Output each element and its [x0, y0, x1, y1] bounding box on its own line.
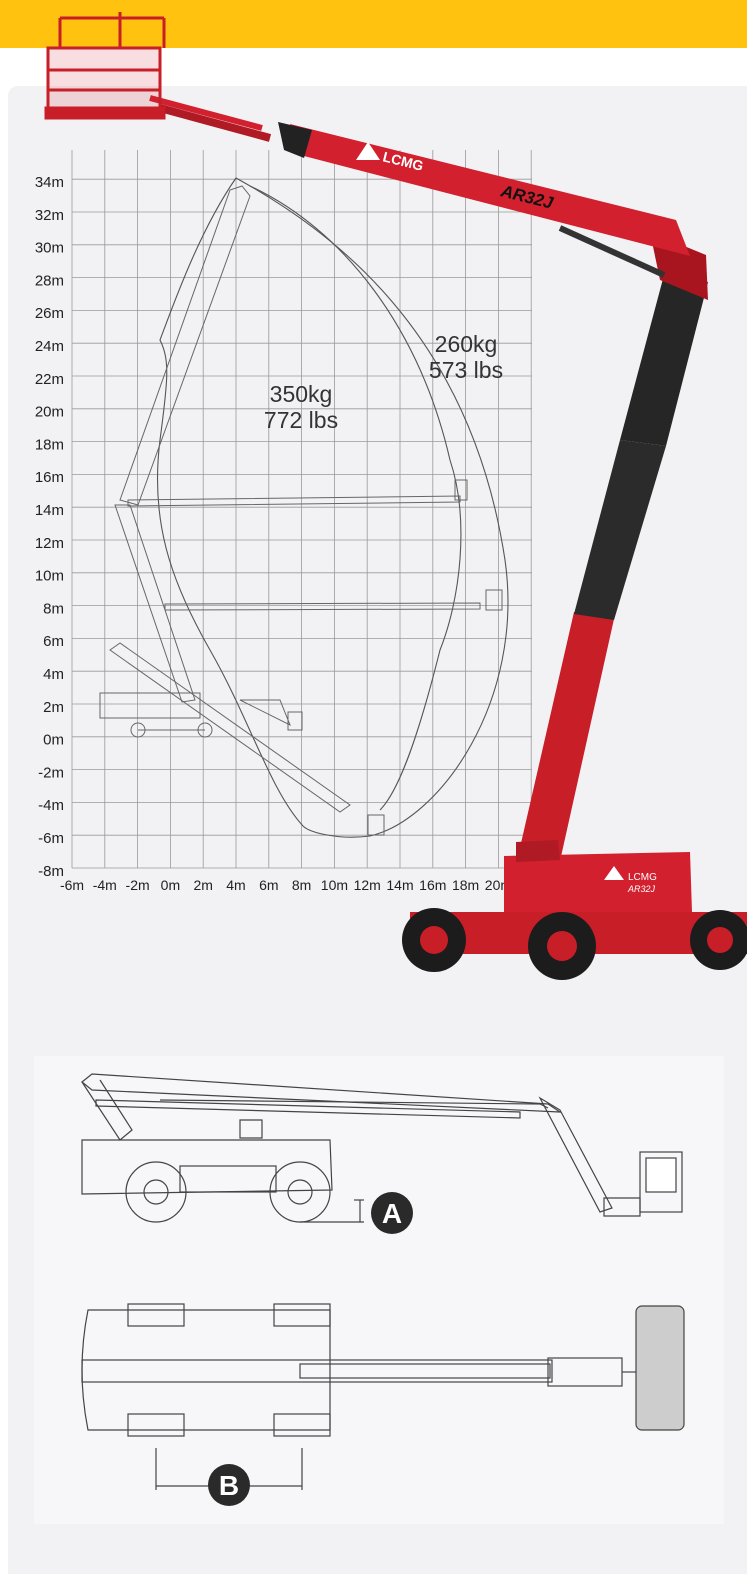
top-view-drawing: [81, 1303, 685, 1490]
y-tick-label: 2m: [43, 699, 64, 716]
boom-pivot: [516, 840, 560, 862]
y-axis-labels: 34m 32m 30m 28m 26m 24m 22m 20m 18m 16m 14m 12m 10m 8…: [35, 174, 64, 880]
jib-arm-upper: [149, 95, 263, 131]
x-tick-label: 6m: [259, 877, 278, 893]
x-tick-label: 10m: [321, 877, 348, 893]
y-tick-label: 16m: [35, 469, 64, 486]
upper-boom: [290, 124, 690, 256]
platform-basket: [44, 12, 166, 120]
working-envelope-outer: [156, 177, 509, 838]
marker-b-label: B: [219, 1470, 239, 1501]
y-tick-label: 30m: [35, 240, 64, 257]
zone-capacity-lbs: 573 lbs: [429, 357, 503, 383]
zone-capacity-lbs: 772 lbs: [264, 407, 338, 433]
dimension-drawing-panel: [34, 1056, 724, 1524]
working-envelope-inner: [249, 185, 462, 811]
y-tick-label: -6m: [38, 830, 64, 847]
x-tick-label: 4m: [226, 877, 245, 893]
y-tick-label: -4m: [38, 797, 64, 814]
y-tick-label: 6m: [43, 633, 64, 650]
y-tick-label: 14m: [35, 502, 64, 519]
telescopic-boom-upper: [620, 275, 708, 446]
x-tick-label: 12m: [354, 877, 381, 893]
x-tick-label: 16m: [419, 877, 446, 893]
x-tick-label: 14m: [386, 877, 413, 893]
turntable-brand: LCMG AR32J: [604, 866, 657, 894]
y-tick-label: 32m: [35, 207, 64, 224]
top-accent-bar: [0, 0, 747, 48]
y-tick-label: 10m: [35, 568, 64, 585]
jib-arm: [158, 104, 272, 142]
y-tick-label: 18m: [35, 436, 64, 453]
boom-lift-photo: LCMG AR32J LCMG AR32J: [44, 12, 747, 980]
side-view-drawing: [81, 1073, 683, 1223]
y-tick-label: -8m: [38, 863, 64, 880]
dimension-marker-a: A: [371, 1192, 413, 1234]
lower-boom: [516, 610, 616, 870]
y-tick-label: 4m: [43, 666, 64, 683]
y-tick-label: 0m: [43, 732, 64, 749]
dimension-marker-b: B: [208, 1464, 250, 1506]
turntable-logo-text: LCMG: [628, 872, 657, 883]
zone-capacity-kg: 350kg: [270, 381, 333, 407]
y-tick-label: 26m: [35, 305, 64, 322]
y-tick-label: 28m: [35, 272, 64, 289]
turntable-model-text: AR32J: [627, 884, 656, 894]
y-tick-label: 12m: [35, 535, 64, 552]
working-range-chart: 34m 32m 30m 28m 26m 24m 22m 20m 18m 16m 14m 12m 10m 8…: [35, 150, 532, 893]
y-tick-label: -2m: [38, 764, 64, 781]
y-tick-label: 8m: [43, 600, 64, 617]
chart-grid: [71, 150, 532, 869]
x-tick-label: -6m: [60, 877, 84, 893]
y-tick-label: 34m: [35, 174, 64, 191]
y-tick-label: 24m: [35, 338, 64, 355]
lift-cylinder: [558, 225, 666, 278]
x-tick-label: 0m: [161, 877, 180, 893]
boom-position-sketches: [99, 185, 503, 836]
x-tick-label: 2m: [193, 877, 212, 893]
wheels: [402, 908, 747, 980]
y-tick-label: 22m: [35, 371, 64, 388]
telescopic-boom-lower: [574, 440, 666, 620]
y-tick-label: 20m: [35, 404, 64, 421]
x-tick-label: -4m: [93, 877, 117, 893]
x-tick-label: 8m: [292, 877, 311, 893]
x-tick-label: 18m: [452, 877, 479, 893]
marker-a-label: A: [382, 1198, 402, 1229]
turntable: [504, 852, 692, 916]
zone-capacity-kg: 260kg: [435, 331, 498, 357]
boom-head: [278, 122, 312, 158]
x-tick-label: -2m: [126, 877, 150, 893]
